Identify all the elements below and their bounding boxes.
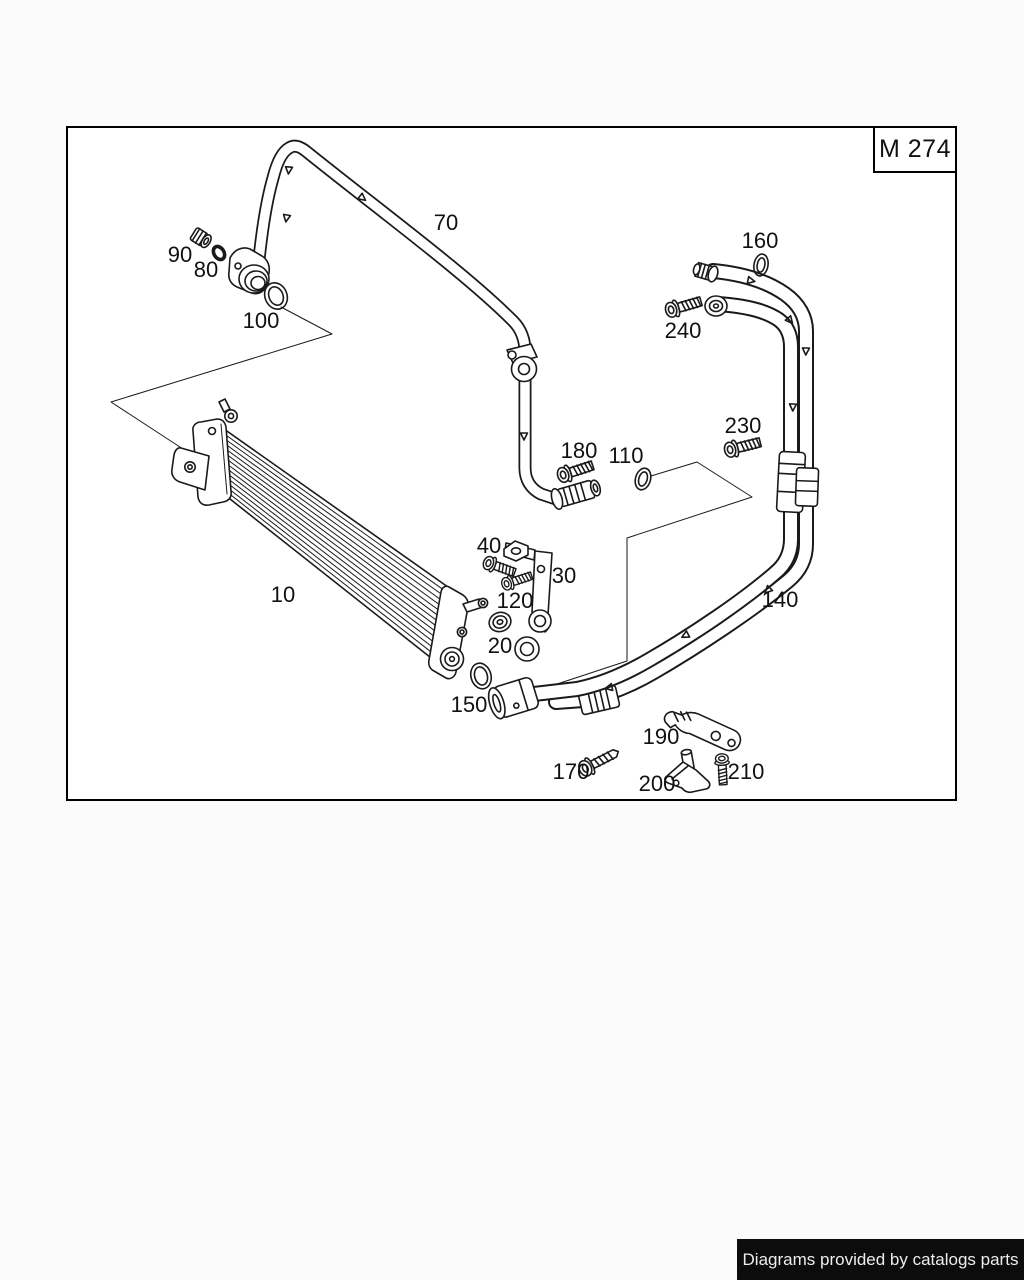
part-label-30: 30 [552,563,576,588]
o-ring-100 [263,282,289,310]
part-label-10: 10 [271,582,295,607]
screw-170 [578,749,620,777]
part-label-20: 20 [488,633,512,658]
part-label-40: 40 [477,533,501,558]
part-label-90: 90 [168,242,192,267]
o-ring-110 [634,467,652,491]
part-label-140: 140 [762,587,799,612]
cooler-fins [223,433,455,661]
bracket-200 [664,748,711,794]
part-label-170: 170 [553,759,590,784]
engine-code-box: M 274 [873,126,957,173]
o-ring-150 [469,662,493,690]
pipe-coupler-right [794,466,820,508]
part-label-200: 200 [639,771,676,796]
hose-fitting-upper [692,261,719,283]
footer-text: Diagrams provided by catalogs parts [742,1249,1019,1269]
screw-240 [662,292,705,321]
part-label-80: 80 [194,257,218,282]
o-ring-160 [753,253,769,277]
bushing-20 [488,611,512,633]
part-label-100: 100 [243,308,280,333]
seal-ring-small [211,244,227,262]
part-label-150: 150 [451,692,488,717]
pipe-grommet-bracket [506,343,538,383]
part-label-240: 240 [665,318,702,343]
bracket-190 [663,710,742,752]
guide-lines [110,306,753,689]
part-label-160: 160 [742,228,779,253]
part-label-180: 180 [561,438,598,463]
part-label-230: 230 [725,413,762,438]
footer-bar: Diagrams provided by catalogs parts [737,1239,1024,1280]
part-label-190: 190 [643,724,680,749]
hose-fitting-lower [704,295,728,317]
oil-hoses-140 [487,261,820,720]
part-label-110: 110 [608,443,643,468]
hose-end-fitting [487,676,540,720]
oil-pipe-70 [251,139,602,510]
oil-cooler [171,398,489,680]
engine-code: M 274 [879,135,951,163]
part-label-120: 120 [497,588,534,613]
plug-90 [189,227,212,249]
elbow-fitting-80 [228,247,271,295]
part-label-70: 70 [434,210,458,235]
clip-nut-40 [503,540,529,562]
part-label-210: 210 [728,759,765,784]
pipe-end-fitting [550,479,602,510]
